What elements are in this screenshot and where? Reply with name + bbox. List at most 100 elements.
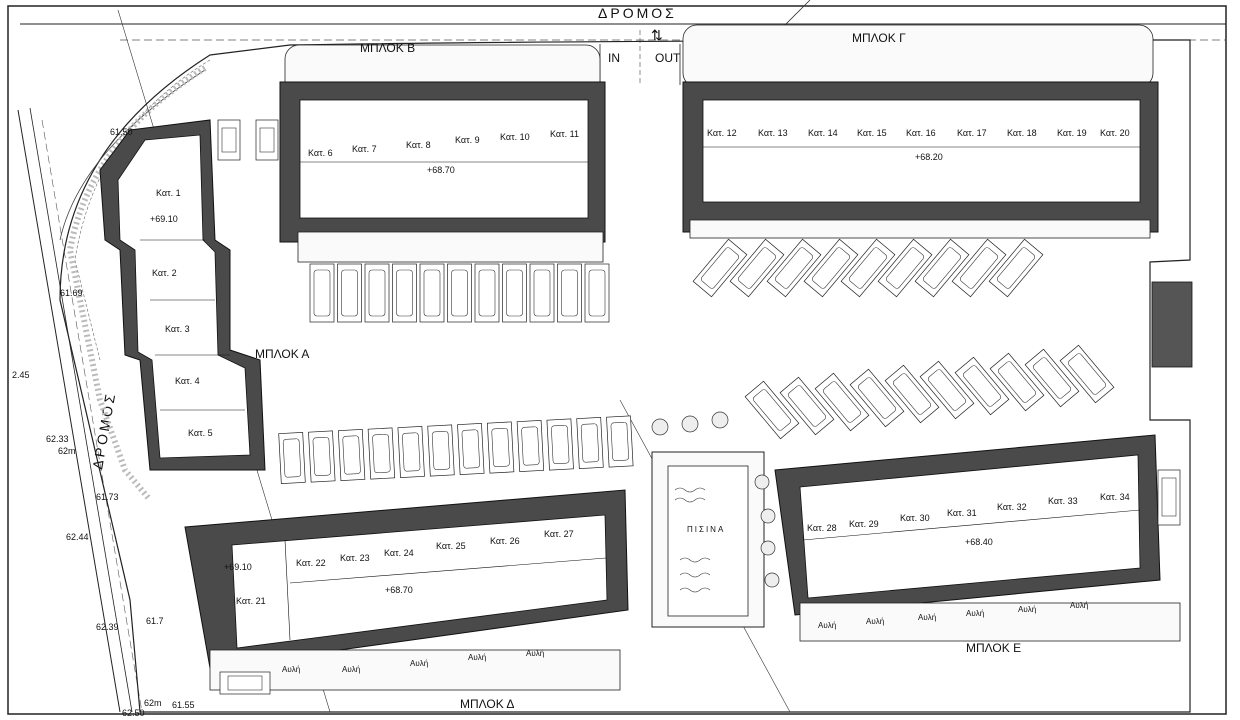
block-g-unit-18: Κατ. 18 <box>1007 128 1037 138</box>
landscape-strip-left <box>66 65 207 502</box>
block-d-unit-23: Κατ. 23 <box>340 553 370 563</box>
level-2: 61.69 <box>60 288 83 298</box>
block-b-unit-8: Κατ. 8 <box>406 140 431 150</box>
parking-stall <box>692 238 748 298</box>
yard-d-2: Αυλή <box>342 665 360 674</box>
block-d-label: ΜΠΛΟΚ Δ <box>460 697 514 711</box>
parking-stall <box>877 238 933 298</box>
yard-d-3: Αυλή <box>410 659 428 668</box>
block-b-unit-6: Κατ. 6 <box>308 148 333 158</box>
parking-stall <box>502 263 527 323</box>
parking-stall <box>308 430 336 483</box>
block-d-unit-24: Κατ. 24 <box>384 548 414 558</box>
block-g-unit-16: Κατ. 16 <box>906 128 936 138</box>
parking-stall <box>419 263 445 323</box>
block-b-elev: +68.70 <box>427 165 455 175</box>
entrance-out-label: OUT <box>655 51 681 65</box>
parking-row-e <box>744 344 1115 440</box>
block-a-unit-2: Κατ. 2 <box>152 268 177 278</box>
block-b-unit-7: Κατ. 7 <box>352 144 377 154</box>
parking-row-g <box>692 238 1044 298</box>
block-d-unit-27: Κατ. 27 <box>544 529 574 539</box>
pool-label: ΠΙΣΙΝΑ <box>687 525 725 534</box>
parking-bottom <box>219 671 271 695</box>
level-7: 62.44 <box>66 532 89 542</box>
level-6: 61.73 <box>96 492 119 502</box>
block-g-unit-19: Κατ. 19 <box>1057 128 1087 138</box>
level-10: 62.50 <box>122 708 145 718</box>
yards-e: Αυλή Αυλή Αυλή Αυλή Αυλή Αυλή <box>818 601 1088 630</box>
block-b-unit-10: Κατ. 10 <box>500 132 530 142</box>
level-1: 61.50 <box>110 127 133 137</box>
block-g: ΜΠΛΟΚ Γ Κατ. 12 Κατ. 13 Κατ. 14 Κατ. 15 … <box>682 24 1159 239</box>
parking-stall <box>392 263 417 323</box>
parking-stall <box>457 423 485 475</box>
parking-stall <box>557 263 582 323</box>
block-d-unit-22: Κατ. 22 <box>296 558 326 568</box>
block-b-label: ΜΠΛΟΚ Β <box>360 41 415 55</box>
yard-d-5: Αυλή <box>526 649 544 658</box>
level-5: 62m <box>58 446 76 456</box>
parking-stall <box>954 356 1010 416</box>
block-b: ΜΠΛΟΚ Β Κατ. 6 Κατ. 7 Κατ. 8 Κατ. 9 Κατ.… <box>279 41 606 263</box>
block-a-unit-1: Κατ. 1 <box>156 188 181 198</box>
block-e-label: ΜΠΛΟΚ Ε <box>966 641 1021 655</box>
parking-stall <box>576 417 604 469</box>
block-a-unit-5: Κατ. 5 <box>188 428 213 438</box>
yard-e-6: Αυλή <box>1070 601 1088 610</box>
parking-stall <box>884 364 940 424</box>
parking-row-d <box>278 415 634 484</box>
parking-stall <box>474 263 500 323</box>
level-3: 2.45 <box>12 370 30 380</box>
yard-e-1: Αυλή <box>818 621 836 630</box>
block-e: ΜΠΛΟΚ Ε Κατ. 28 Κατ. 29 Κατ. 30 Κατ. 31 … <box>774 434 1181 655</box>
parking-stall <box>989 352 1045 412</box>
parking-stall <box>278 432 306 484</box>
block-g-unit-12: Κατ. 12 <box>707 128 737 138</box>
level-11: 62m <box>144 698 162 708</box>
block-e-elev: +68.40 <box>965 537 993 547</box>
parking-stall <box>779 376 835 436</box>
parking-stall <box>766 238 822 298</box>
parking-stall <box>364 263 390 323</box>
level-4: 62.33 <box>46 434 69 444</box>
umbrellas <box>651 411 780 588</box>
block-e-unit-31: Κατ. 31 <box>947 508 977 518</box>
block-a-unit-3: Κατ. 3 <box>165 324 190 334</box>
block-a-elev: +69.10 <box>150 214 178 224</box>
parking-stall <box>1024 348 1080 408</box>
parking-stall <box>849 368 905 428</box>
road-top-label: ΔΡΟΜΟΣ <box>598 5 677 21</box>
parking-small-a <box>217 119 279 161</box>
block-d-unit-25: Κατ. 25 <box>436 541 466 551</box>
parking-stall <box>397 426 425 478</box>
yards-d: Αυλή Αυλή Αυλή Αυλή Αυλή <box>282 649 544 674</box>
block-e-unit-32: Κατ. 32 <box>997 502 1027 512</box>
parking-stall <box>516 420 545 472</box>
parking-stall <box>309 263 335 323</box>
block-e-unit-28: Κατ. 28 <box>807 523 837 533</box>
yard-e-3: Αυλή <box>918 613 936 622</box>
parking-stall <box>1059 344 1115 404</box>
block-g-unit-14: Κατ. 14 <box>808 128 838 138</box>
parking-stall <box>914 238 970 298</box>
block-d-elev: +68.70 <box>385 585 413 595</box>
yard-e-4: Αυλή <box>966 609 984 618</box>
parking-stall <box>337 263 362 323</box>
yard-d-1: Αυλή <box>282 665 300 674</box>
block-a-label: ΜΠΛΟΚ Α <box>255 347 309 361</box>
block-e-unit-29: Κατ. 29 <box>849 519 879 529</box>
block-b-unit-9: Κατ. 9 <box>455 135 480 145</box>
parking-stall <box>803 238 859 298</box>
parking-stall <box>606 415 634 468</box>
parking-stall <box>744 380 800 440</box>
block-e-unit-34: Κατ. 34 <box>1100 492 1130 502</box>
svg-text:⇅: ⇅ <box>651 27 663 43</box>
block-g-unit-15: Κατ. 15 <box>857 128 887 138</box>
parking-stall <box>951 238 1007 298</box>
parking-stall <box>447 263 472 323</box>
block-d-unit-26: Κατ. 26 <box>490 536 520 546</box>
block-g-unit-17: Κατ. 17 <box>957 128 987 138</box>
parking-stall <box>729 238 785 298</box>
